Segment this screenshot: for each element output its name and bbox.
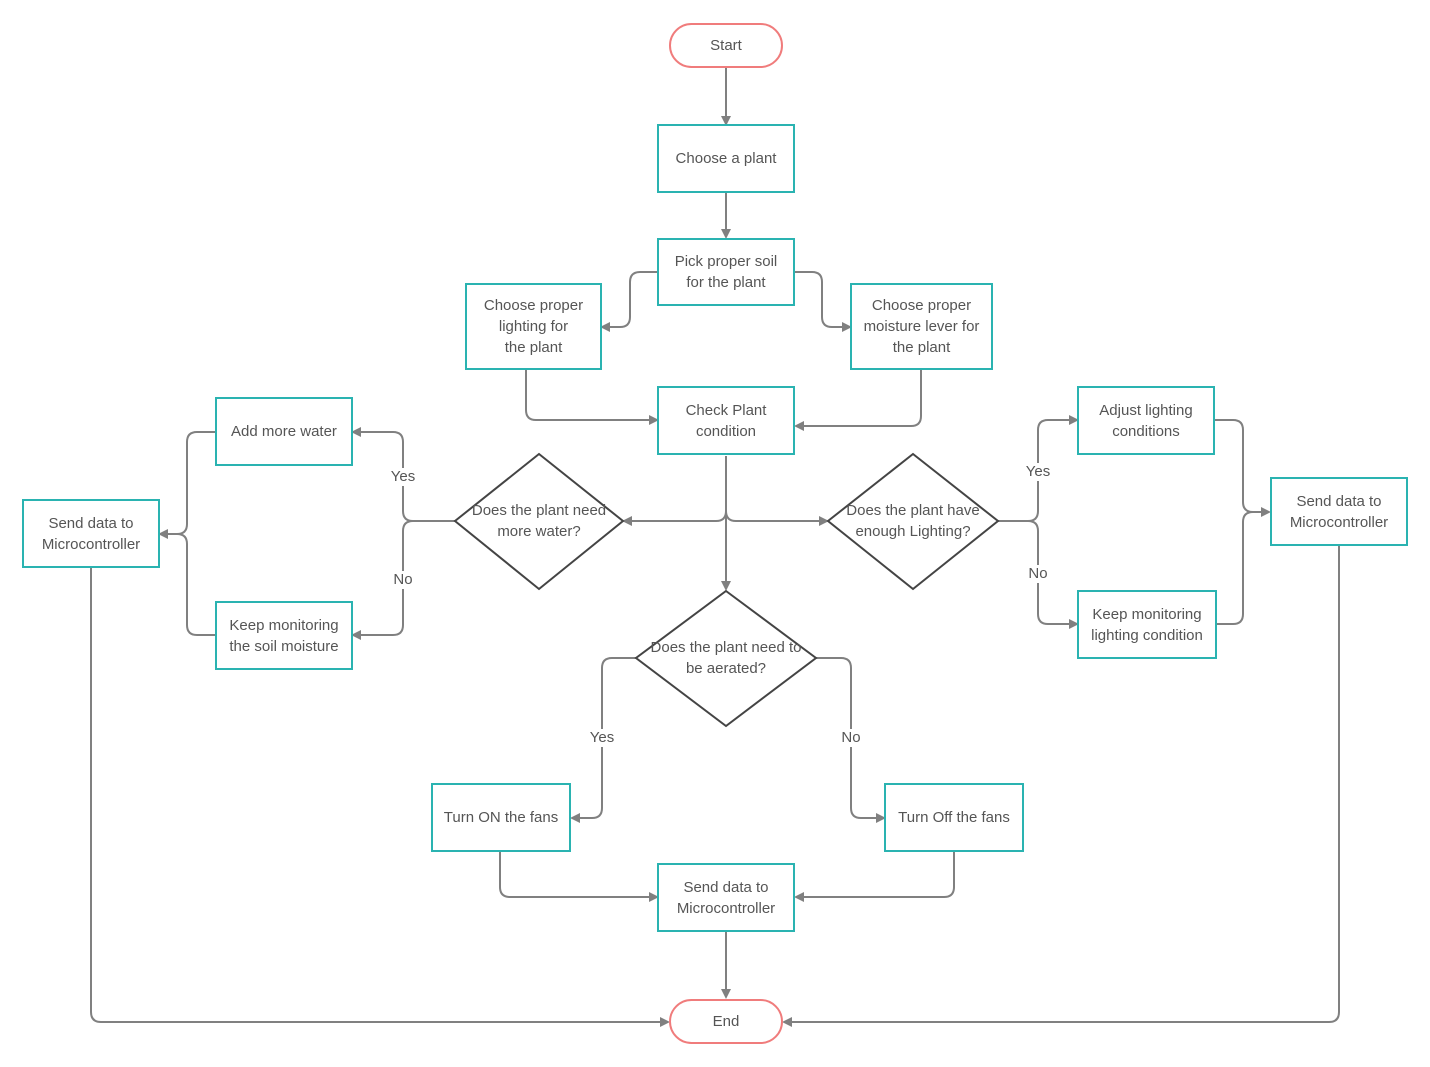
edge-fans-off-to-send-bottom	[794, 852, 955, 902]
edge-check-to-water-decision	[622, 510, 727, 526]
send-data-left-box: Send data to Microcontroller	[22, 499, 160, 568]
adjust-lighting-box: Adjust lighting conditions	[1077, 386, 1215, 455]
edge-monitor-lighting-to-send-right	[1216, 511, 1269, 625]
decision-lighting-label: Does the plant have enough Lighting?	[846, 502, 980, 540]
edge-label-water-no: No	[391, 571, 415, 589]
check-condition-label: Check Plant condition	[685, 401, 767, 440]
add-water-label: Add more water	[231, 423, 337, 440]
decision-lighting-text: Does the plant have enough Lighting?	[828, 490, 998, 552]
send-data-right-box: Send data to Microcontroller	[1270, 477, 1408, 546]
edge-choose-moisture-to-check	[794, 370, 922, 431]
add-water-box: Add more water	[215, 397, 353, 466]
fans-off-label: Turn Off the fans	[898, 809, 1010, 826]
send-data-bottom-label: Send data to Microcontroller	[676, 878, 776, 917]
keep-monitoring-soil-box: Keep monitoring the soil moisture	[215, 601, 353, 670]
decision-aerate-label: Does the plant need to be aerated?	[650, 639, 802, 677]
fans-on-box: Turn ON the fans	[431, 783, 571, 852]
edge-pick-soil-to-choose-lighting	[600, 271, 658, 332]
pick-soil-box: Pick proper soil for the plant	[657, 238, 795, 306]
edge-label-lighting-yes: Yes	[1023, 463, 1053, 481]
decision-lighting-shape	[826, 452, 1000, 591]
send-data-bottom-box: Send data to Microcontroller	[657, 863, 795, 932]
start-terminal: Start	[669, 23, 783, 68]
edge-label-lighting-no: No	[1026, 565, 1050, 583]
fans-off-box: Turn Off the fans	[884, 783, 1024, 852]
choose-moisture-box: Choose proper moisture lever for the pla…	[850, 283, 993, 370]
edge-fans-on-to-send-bottom	[499, 852, 659, 902]
fans-on-label: Turn ON the fans	[443, 809, 559, 826]
decision-water-text: Does the plant need more water?	[455, 490, 623, 552]
keep-monitoring-lighting-box: Keep monitoring lighting condition	[1077, 590, 1217, 659]
edge-choose-lighting-to-check	[525, 370, 659, 425]
choose-moisture-label: Choose proper moisture lever for the pla…	[863, 297, 980, 356]
decision-water-label: Does the plant need more water?	[471, 502, 607, 540]
edge-label-water-yes: Yes	[388, 468, 418, 486]
adjust-lighting-label: Adjust lighting conditions	[1099, 401, 1193, 440]
choose-lighting-box: Choose proper lighting for the plant	[465, 283, 602, 370]
send-data-left-label: Send data to Microcontroller	[41, 514, 141, 553]
edge-add-water-to-send-left	[158, 431, 215, 539]
choose-plant-label: Choose a plant	[675, 150, 777, 167]
edge-label-aerate-no: No	[839, 729, 863, 747]
check-condition-box: Check Plant condition	[657, 386, 795, 455]
keep-monitoring-lighting-label: Keep monitoring lighting condition	[1091, 605, 1203, 644]
edge-label-aerate-yes: Yes	[587, 729, 617, 747]
end-label: End	[712, 1013, 740, 1030]
keep-monitoring-soil-label: Keep monitoring the soil moisture	[229, 616, 339, 655]
send-data-right-label: Send data to Microcontroller	[1289, 492, 1389, 531]
edge-send-right-to-end	[782, 546, 1340, 1027]
edge-send-left-to-end	[90, 568, 670, 1027]
edge-adjust-to-send-right	[1215, 419, 1271, 517]
start-label: Start	[710, 37, 742, 54]
pick-soil-label: Pick proper soil for the plant	[674, 253, 778, 291]
choose-lighting-label: Choose proper lighting for the plant	[483, 297, 584, 356]
choose-plant-box: Choose a plant	[657, 124, 795, 193]
edge-monitor-soil-to-send-left	[160, 533, 215, 636]
edge-check-to-lighting-decision	[725, 510, 829, 526]
decision-aerate-text: Does the plant need to be aerated?	[636, 627, 816, 689]
edge-pick-soil-to-choose-moisture	[795, 271, 852, 332]
end-terminal: End	[669, 999, 783, 1044]
decision-aerate-shape	[634, 589, 818, 728]
decision-water-shape	[453, 452, 625, 591]
